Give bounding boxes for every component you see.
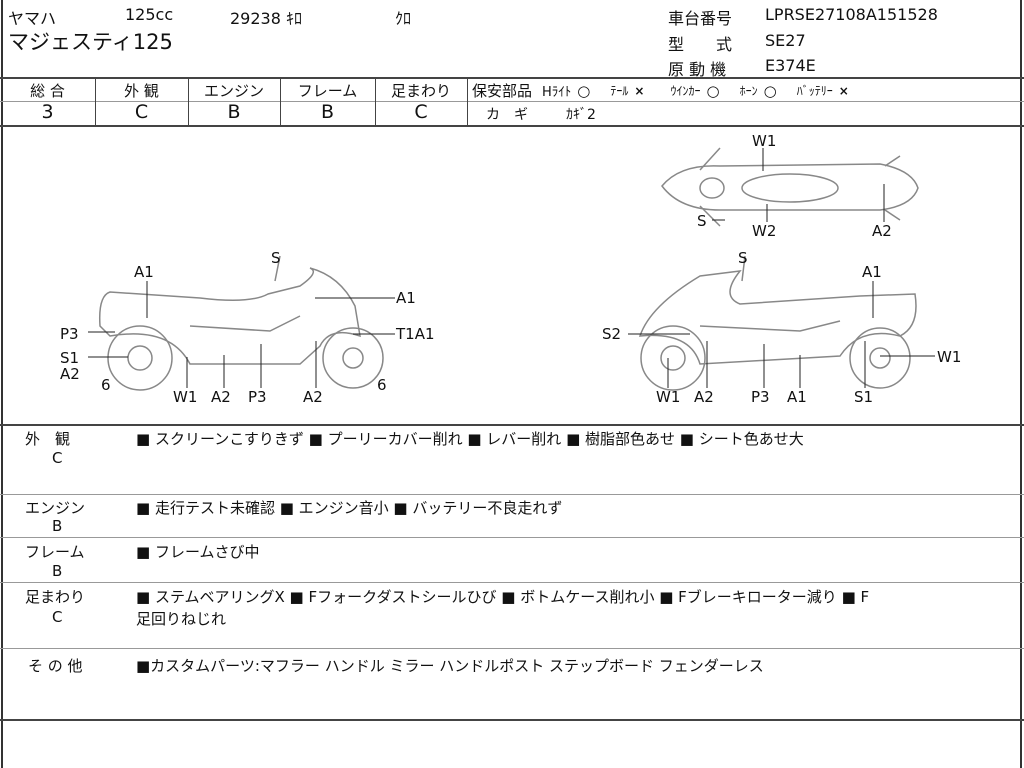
- grade-value: B: [227, 101, 241, 123]
- divider: [0, 77, 1024, 79]
- safety-parts: 保安部品 Hﾗｲﾄ ○ ﾃｰﾙ × ｳｲﾝｶｰ ○ ﾎｰﾝ ○ ﾊﾞｯﾃﾘｰ ×: [472, 80, 849, 101]
- diagram-label: T1A1: [395, 325, 435, 343]
- diagram-label: 6: [377, 376, 387, 394]
- safety-item-mark: ○: [706, 81, 720, 100]
- scooter-right-view: [638, 255, 917, 391]
- type: SE27: [765, 31, 806, 50]
- scooter-left-view: [98, 255, 384, 391]
- color: ｸﾛ: [395, 9, 412, 28]
- diagram-label: S1: [60, 349, 79, 367]
- diagram-label: P3: [248, 388, 267, 406]
- diagram-label: A1: [787, 388, 807, 406]
- diagram-label: A1: [862, 263, 882, 281]
- engine: E374E: [765, 56, 816, 75]
- diagram-label: A2: [694, 388, 714, 406]
- detail-label: そ の 他: [28, 657, 83, 675]
- safety-item-name: ﾊﾞｯﾃﾘｰ: [796, 84, 833, 98]
- diagram-label: A2: [303, 388, 323, 406]
- detail-text: ■カスタムパーツ:マフラー ハンドル ミラー ハンドルポスト ステップボード フ…: [136, 657, 764, 675]
- diagram-label: W1: [173, 388, 197, 406]
- safety-item-mark: ×: [634, 83, 645, 98]
- diagram-label: A1: [134, 263, 154, 281]
- safety-item-name: ﾎｰﾝ: [739, 84, 758, 98]
- detail-grade: B: [52, 517, 63, 535]
- detail-text: ■ 走行テスト未確認 ■ エンジン音小 ■ バッテリー不良走れず: [136, 499, 563, 517]
- diagram-label: P3: [60, 325, 79, 343]
- detail-text: ■ フレームさび中: [136, 543, 260, 561]
- damage-diagram: W1 S W2 A2 A1 S A1 P3 T1A1 S1 A2 6 6 W1 …: [60, 132, 961, 406]
- frame-no-label: 車台番号: [668, 9, 733, 28]
- diagram-label: W1: [752, 132, 776, 150]
- diagram-label: W1: [937, 348, 961, 366]
- divider: [0, 424, 1024, 426]
- diagram-label: A2: [60, 365, 80, 383]
- grade-label: 足まわり: [390, 82, 451, 100]
- diagram-label: A2: [211, 388, 231, 406]
- safety-item-name: ﾃｰﾙ: [610, 84, 629, 98]
- maker: ヤマハ: [8, 9, 57, 28]
- grade-value: C: [134, 101, 149, 123]
- diagram-label: A2: [872, 222, 892, 240]
- safety-item-name: ｳｲﾝｶｰ: [670, 84, 701, 98]
- scooter-top-view: [661, 147, 919, 227]
- diagram-label: A1: [396, 289, 416, 307]
- detail-text: ■ ステムベアリングX ■ Fフォークダストシールひび ■ ボトムケース削れ小 …: [136, 588, 870, 628]
- diagram-label: S: [738, 249, 748, 267]
- divider: [467, 101, 1024, 102]
- frame-no: LPRSE27108A151528: [765, 5, 938, 24]
- diagram-label: S2: [602, 325, 621, 343]
- grade-value: B: [320, 101, 335, 123]
- displacement: 125cc: [125, 5, 174, 24]
- key-label: カ ギ: [486, 107, 528, 123]
- engine-label: 原 動 機: [668, 60, 727, 79]
- grade-label: フレーム: [297, 82, 358, 100]
- diagram-label: 6: [101, 376, 111, 394]
- safety-item-mark: ○: [577, 81, 591, 100]
- diagram-label: S1: [854, 388, 873, 406]
- grade-value: 3: [41, 101, 54, 123]
- divider: [0, 125, 1024, 127]
- diagram-label: W1: [656, 388, 680, 406]
- divider: [0, 101, 467, 102]
- safety-item-mark: ×: [838, 83, 849, 98]
- detail-text: ■ スクリーンこすりきず ■ プーリーカバー削れ ■ レバー削れ ■ 樹脂部色あ…: [136, 430, 804, 448]
- mileage: 29238 ｷﾛ: [230, 9, 302, 28]
- detail-label: エンジン: [25, 499, 86, 517]
- diagram-label: P3: [751, 388, 770, 406]
- diagram-label: S: [697, 212, 707, 230]
- grade-value: C: [414, 101, 428, 123]
- detail-grade: C: [52, 608, 63, 626]
- detail-label: 足まわり: [25, 588, 86, 606]
- detail-label: 外 観: [25, 430, 71, 448]
- detail-label: フレーム: [25, 543, 85, 561]
- grade-label: 外 観: [124, 82, 159, 100]
- diagram-label: W2: [752, 222, 776, 240]
- model-name: マジェスティ125: [8, 30, 173, 54]
- type-label: 型 式: [668, 35, 733, 54]
- grade-label: エンジン: [203, 82, 264, 100]
- detail-grade: C: [52, 449, 63, 467]
- safety-item-name: Hﾗｲﾄ: [542, 85, 572, 100]
- detail-grade: B: [52, 562, 63, 580]
- diagram-label: S: [271, 249, 281, 267]
- key-value: ｶｷﾞ2: [566, 107, 596, 123]
- safety-item-mark: ○: [763, 81, 777, 100]
- grade-label: 総 合: [30, 82, 65, 100]
- safety-label: 保安部品: [472, 82, 533, 100]
